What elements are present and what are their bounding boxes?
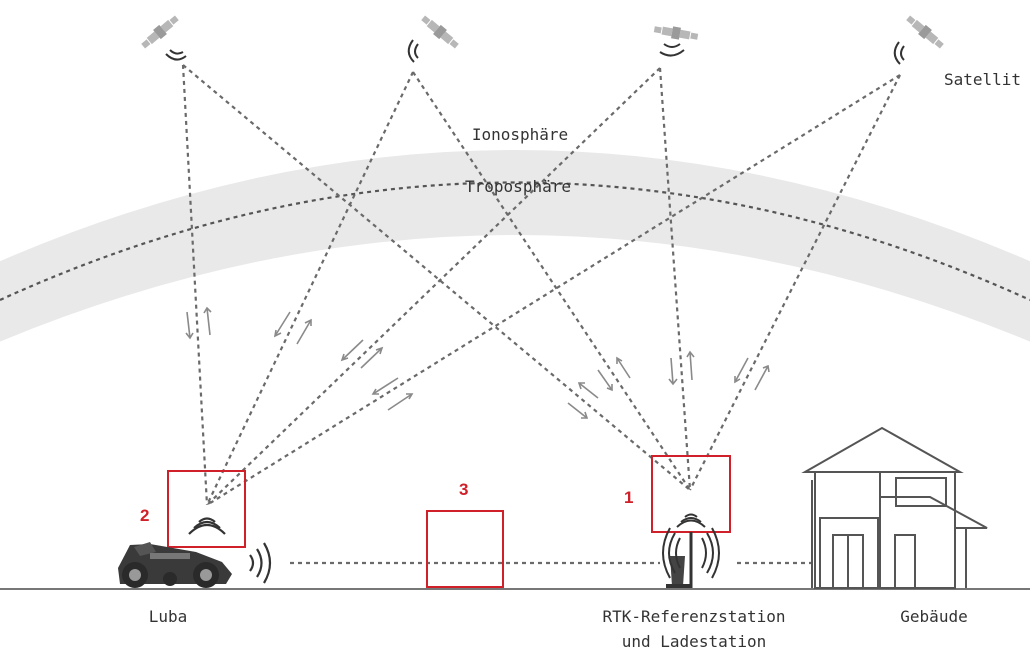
satellite-icon: [141, 15, 179, 49]
satellite-icon: [653, 26, 699, 40]
building-label: Gebäude: [900, 607, 967, 626]
marker-2: 2: [140, 506, 149, 525]
satellite-label: Satellit: [944, 70, 1021, 89]
luba-label: Luba: [149, 607, 188, 626]
signal-direction-arrows: [185, 306, 770, 419]
satellite-signal-icon: [893, 41, 905, 65]
rtk-station-label-line1: RTK-Referenzstation: [602, 607, 785, 626]
marker-1: 1: [624, 488, 633, 507]
satellite-signal-icon: [165, 49, 187, 61]
troposphere-boundary: [0, 181, 1030, 302]
satellite-icon: [421, 15, 459, 49]
transmission-wave-icon: [249, 542, 272, 584]
ionosphere-label: Ionosphäre: [472, 125, 568, 144]
atmosphere-band: [0, 150, 1030, 342]
troposphere-label: Troposphäre: [465, 177, 571, 196]
mower-icon: [118, 542, 232, 588]
rtk-station-label-line2: und Ladestation: [622, 632, 767, 650]
marker-3: 3: [459, 480, 468, 499]
luba-antenna-highlight: [167, 470, 246, 548]
satellite-signal-icon: [407, 39, 419, 63]
antenna-icon: [662, 527, 720, 588]
house-icon: [801, 426, 988, 589]
satellite-signal-icon: [659, 43, 685, 57]
satellite-signal-lines: [181, 64, 901, 506]
signal-wave-icon: [188, 517, 226, 535]
signal-wave-icon: [676, 513, 706, 528]
obstacle-highlight: [426, 510, 504, 588]
satellite-icon: [906, 15, 944, 49]
